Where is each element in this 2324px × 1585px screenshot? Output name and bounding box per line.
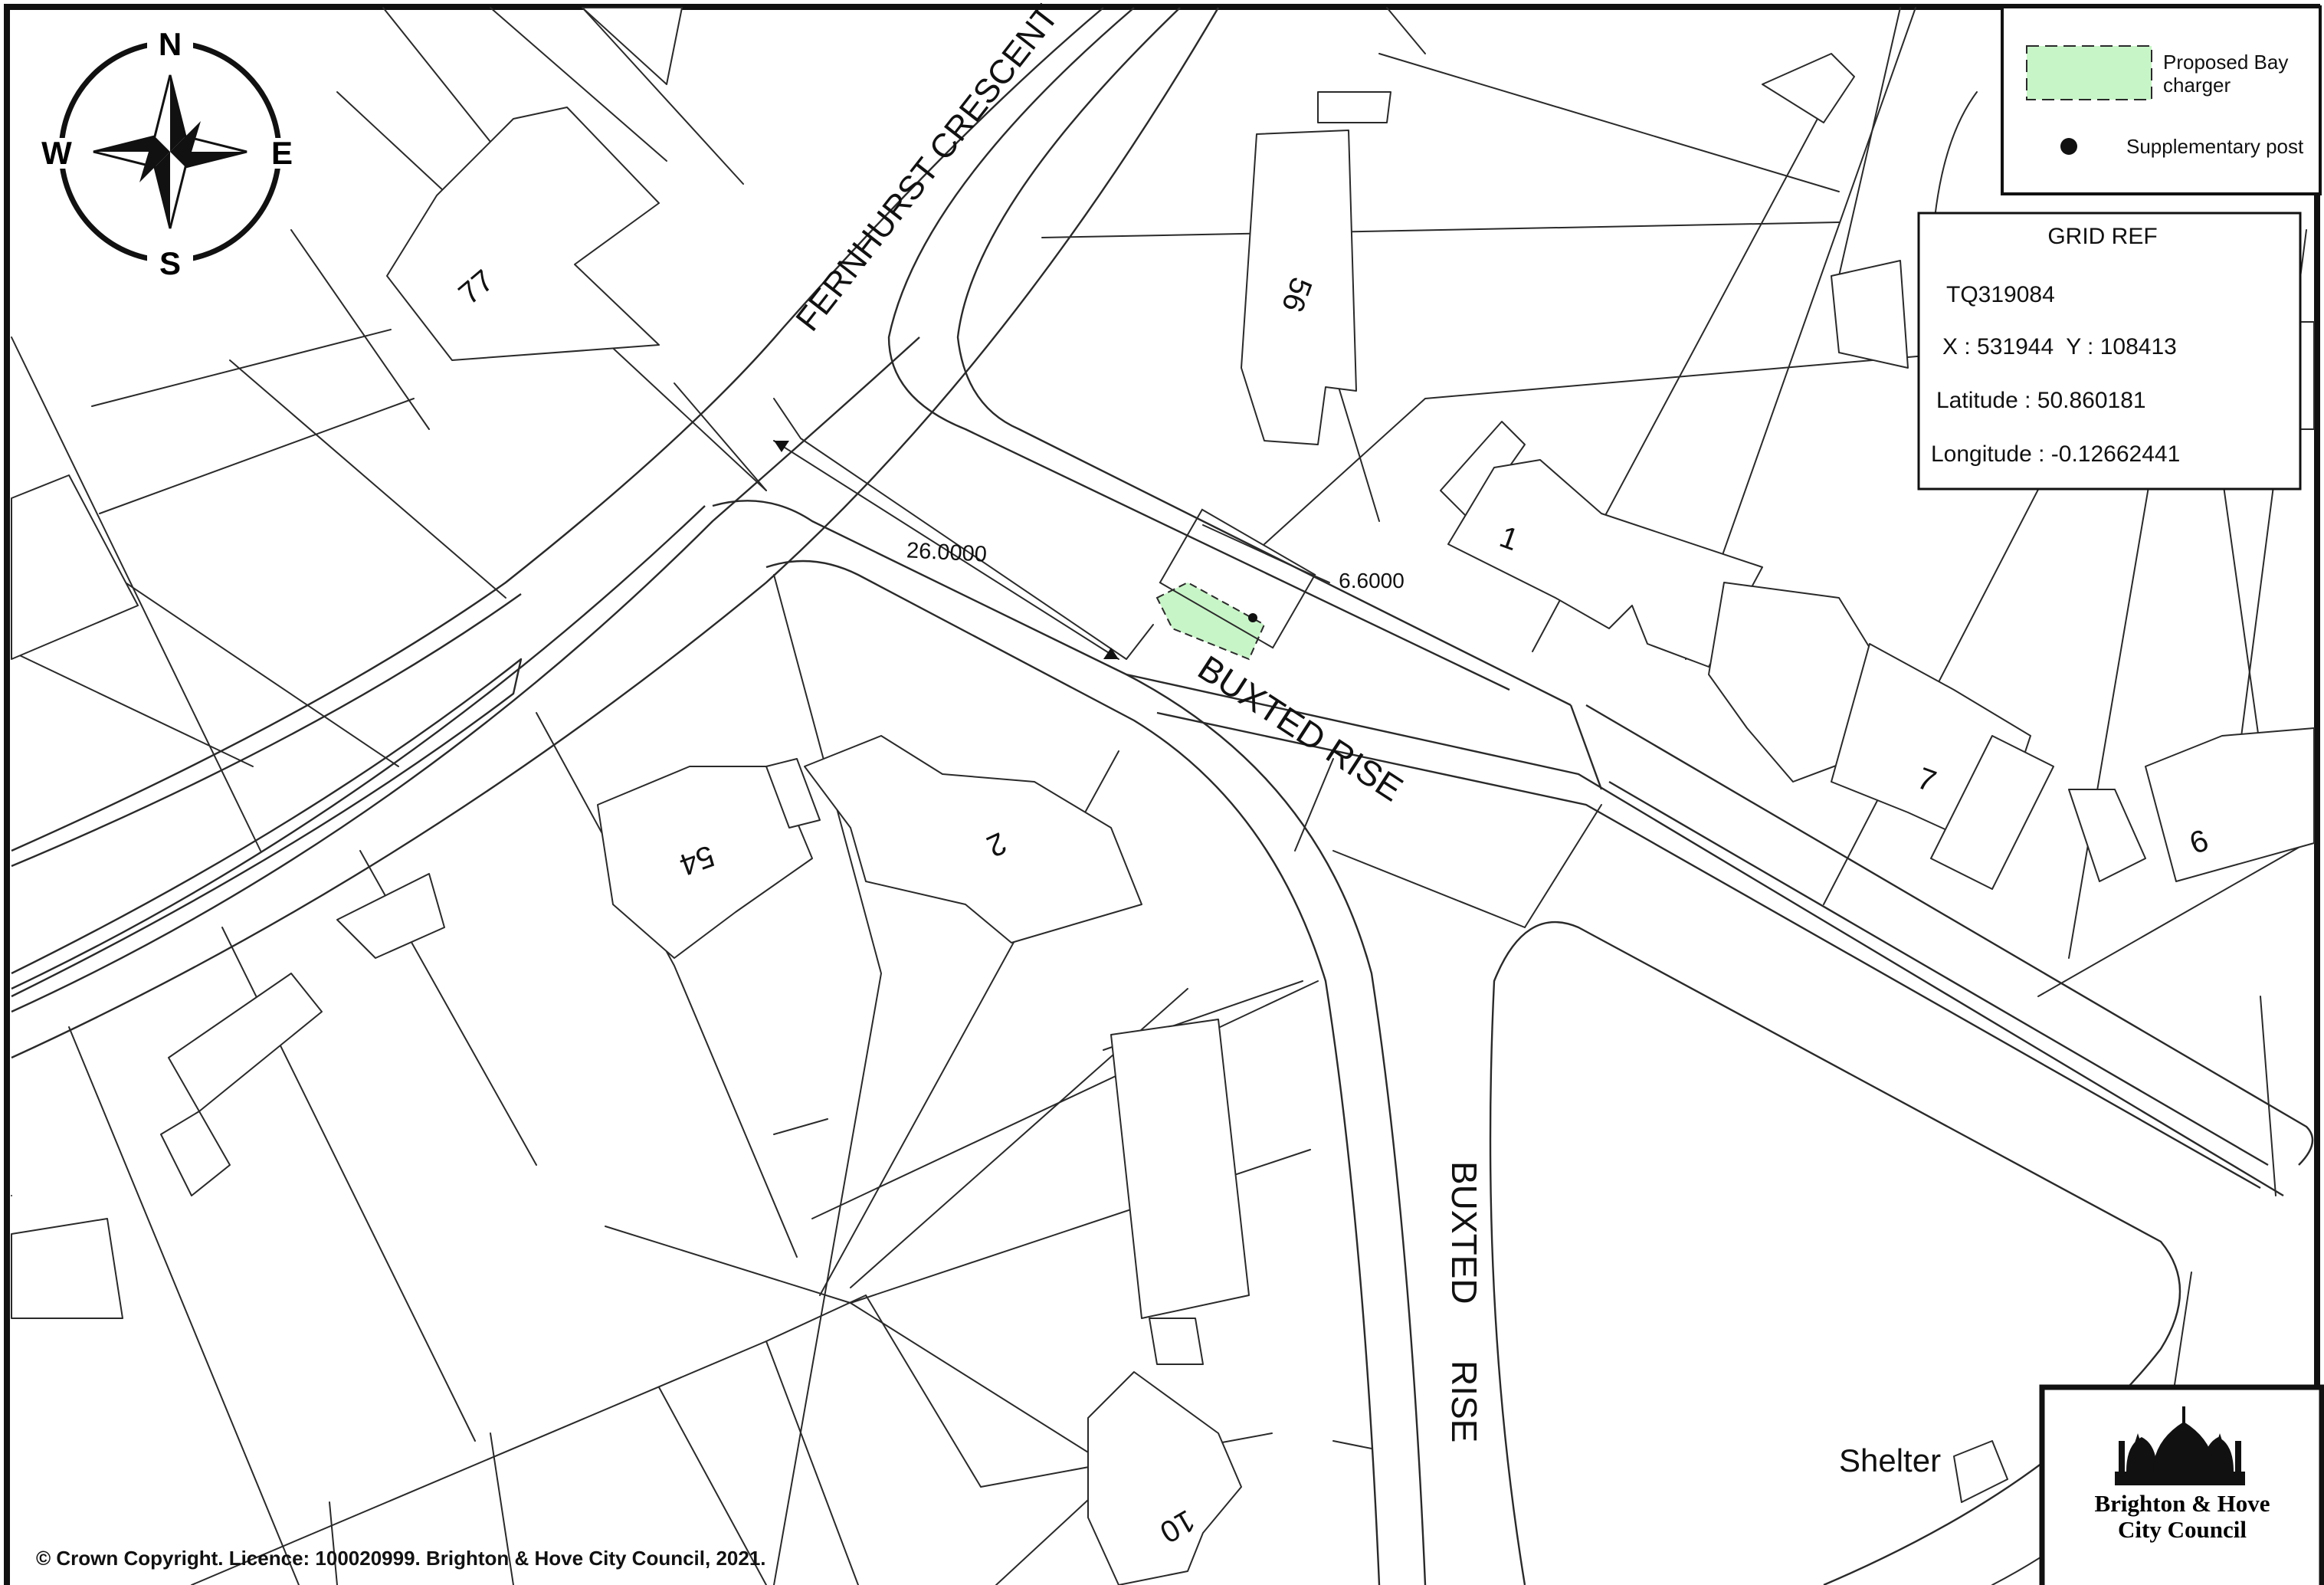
grid-ref-tq: TQ319084 — [1946, 282, 2055, 307]
grid-ref-latitude: Latitude : 50.860181 — [1936, 388, 2146, 413]
grid-ref-title: GRID REF — [2047, 224, 2157, 249]
grid-ref-panel: GRID REF TQ319084 X : 531944 Y : 108413 … — [1917, 212, 2302, 491]
compass-n: N — [159, 26, 182, 62]
supplementary-post-marker[interactable] — [1248, 613, 1257, 622]
legend-supplementary-post-icon — [2060, 138, 2077, 155]
legend-panel: Proposed Bay charger Supplementary post — [2001, 5, 2322, 195]
road-label-buxted-rise-lower-2: RISE — [1444, 1360, 1484, 1442]
bay-outline — [1159, 508, 1316, 649]
buildings — [11, 7, 2315, 1585]
road-label-buxted-rise-upper: BUXTED RISE — [1192, 648, 1411, 809]
copyright-notice: © Crown Copyright. Licence: 100020999. B… — [36, 1547, 766, 1570]
dimension-width-label: 6.6000 — [1339, 569, 1405, 592]
dimension-length-label: 26.0000 — [906, 538, 987, 566]
legend-supplementary-post-label: Supplementary post — [2126, 135, 2304, 158]
map-frame — [4, 4, 2320, 1585]
pavilion-domes-icon — [2115, 1406, 2245, 1485]
dim-arrow-icon — [774, 441, 789, 452]
road-label-buxted-rise-lower-1: BUXTED — [1444, 1161, 1484, 1304]
grid-ref-longitude: Longitude : -0.12662441 — [1931, 441, 2180, 467]
compass-s: S — [159, 245, 181, 281]
legend-proposed-bay-swatch — [2026, 45, 2152, 100]
logo-line-2: City Council — [2118, 1516, 2247, 1543]
roads — [11, 7, 2314, 1585]
road-label-fernhurst-crescent: FERNHURST CRESCENT — [788, 0, 1066, 338]
compass-rose-icon: N S W E — [40, 26, 299, 281]
proposed-bay-group: 26.0000 6.6000 — [773, 398, 1405, 661]
grid-ref-xy: X : 531944 Y : 108413 — [1942, 334, 2177, 359]
council-logo: Brighton & Hove City Council — [2039, 1384, 2324, 1585]
proposed-bay-area[interactable] — [1155, 581, 1266, 661]
legend-proposed-bay-label-1: Proposed Bay — [2163, 51, 2288, 74]
shelter-label: Shelter — [1839, 1442, 1941, 1478]
legend-proposed-bay-label-2: charger — [2163, 74, 2231, 97]
dim-arrow-icon — [1103, 648, 1119, 659]
compass-e: E — [271, 135, 293, 171]
compass-w: W — [41, 135, 72, 171]
logo-line-1: Brighton & Hove — [2094, 1490, 2270, 1517]
